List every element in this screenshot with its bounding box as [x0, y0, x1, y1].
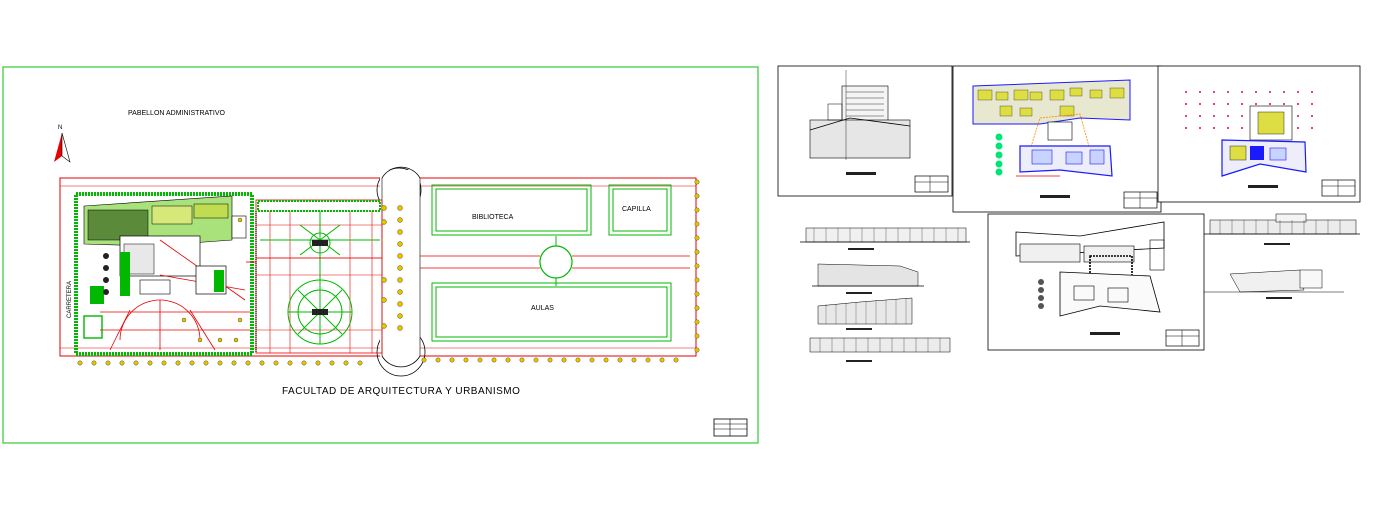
classrooms-label: AULAS [531, 305, 554, 312]
chapel-label: CAPILLA [622, 206, 651, 213]
central-courtyard [255, 199, 383, 354]
classrooms-building: AULAS [431, 282, 672, 342]
admin-plaza [100, 299, 250, 351]
tree-row-right [694, 179, 700, 353]
road-label: CARRETERA [67, 281, 73, 318]
sheet-c [1157, 65, 1361, 203]
sheet-b [952, 65, 1162, 213]
site-plan-sheet: PABELLON ADMINISTRATIVO N FACULTAD DE AR… [2, 66, 759, 444]
elevation-strips-right [1204, 213, 1360, 299]
site-plan-frame [2, 66, 759, 444]
admin-pavilion-label: PABELLON ADMINISTRATIVO [128, 110, 226, 117]
chapel-building: CAPILLA [608, 184, 672, 236]
north-arrow-icon [54, 132, 71, 163]
north-label: N [58, 125, 62, 131]
tree-column [381, 205, 403, 331]
tree-row-bottom [77, 357, 679, 366]
library-building: BIBLIOTECA [431, 184, 592, 236]
east-axis-road [246, 255, 690, 269]
admin-building-complex [83, 195, 247, 339]
east-roundabout [539, 245, 573, 279]
admin-hedge [74, 192, 254, 356]
sheet-a [777, 65, 953, 197]
library-label: BIBLIOTECA [472, 214, 514, 221]
elevation-strips [800, 227, 970, 362]
tree-row-courtyard [181, 217, 243, 343]
faculty-title: FACULTAD DE ARQUITECTURA Y URBANISMO [282, 386, 520, 397]
sheet-d [987, 213, 1205, 351]
site-plan-title-block [713, 418, 748, 437]
